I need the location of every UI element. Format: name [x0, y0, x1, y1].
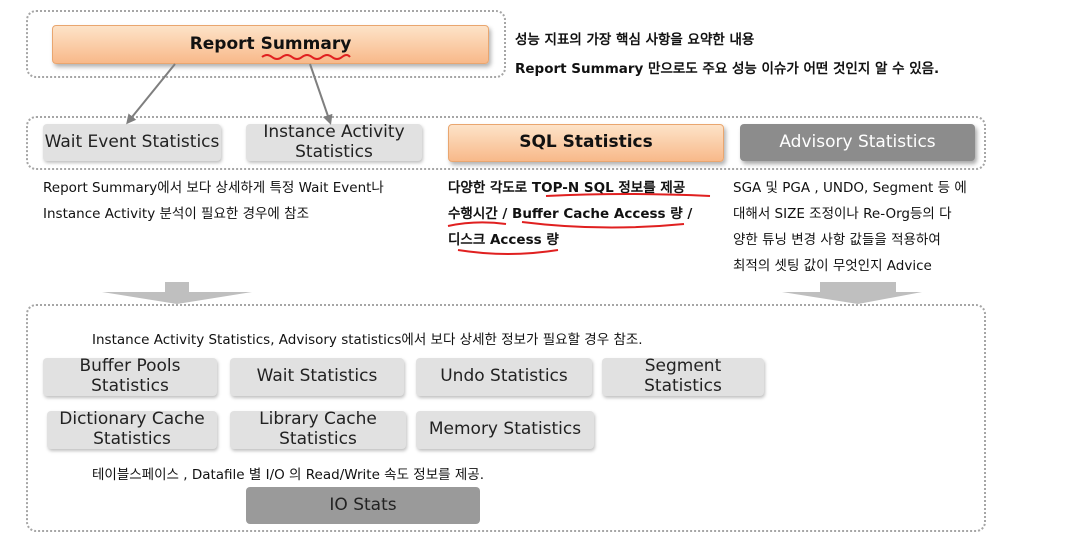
undo-statistics-label: Undo Statistics — [440, 366, 568, 387]
block-arrow-right — [782, 282, 922, 304]
io-stats-label: IO Stats — [329, 494, 397, 515]
left-note-line-2: Instance Activity 분석이 필요한 경우에 참조 — [43, 206, 309, 222]
library-cache-statistics-box: Library Cache Statistics — [230, 409, 406, 449]
sql-note-line-3: 디스크 Access 량 — [448, 232, 559, 248]
library-cache-statistics-label: Library Cache Statistics — [259, 409, 377, 449]
underline-top-n — [545, 193, 711, 197]
report-summary-box: Report Summary — [52, 25, 489, 64]
advisory-note-line-1: SGA 및 PGA , UNDO, Segment 등 에 — [733, 180, 967, 196]
advisory-note: SGA 및 PGA , UNDO, Segment 등 에 대해서 SIZE 조… — [733, 175, 967, 279]
left-note: Report Summary에서 보다 상세하게 특정 Wait Event나 … — [43, 175, 384, 227]
arrow-to-wait-event — [126, 63, 176, 125]
advisory-statistics-box: Advisory Statistics — [740, 124, 975, 161]
underline-buffer-cache — [521, 221, 685, 229]
io-note: 테이블스페이스 , Datafile 별 I/O 의 Read/Write 속도… — [92, 467, 484, 483]
middle-frame — [26, 116, 986, 170]
sql-note-text-1a: 다양한 각도로 — [448, 180, 532, 196]
advisory-statistics-label: Advisory Statistics — [779, 131, 936, 152]
buffer-pools-statistics-box: Buffer Pools Statistics — [43, 356, 217, 396]
segment-statistics-label: Segment Statistics — [644, 356, 722, 396]
instance-activity-statistics-label: Instance Activity Statistics — [263, 121, 405, 162]
wait-statistics-label: Wait Statistics — [256, 366, 378, 387]
advisory-note-line-4: 최적의 셋팅 값이 무엇인지 Advice — [733, 258, 932, 274]
undo-statistics-box: Undo Statistics — [416, 358, 592, 396]
block-arrow-left — [102, 282, 252, 304]
sql-statistics-label: SQL Statistics — [519, 132, 653, 153]
segment-statistics-box: Segment Statistics — [602, 356, 764, 396]
report-summary-desc-2: Report Summary 만으로도 주요 성능 이슈가 어떤 것인지 알 수… — [515, 61, 940, 77]
wait-event-statistics-label: Wait Event Statistics — [44, 131, 220, 152]
dictionary-cache-statistics-label: Dictionary Cache Statistics — [59, 409, 205, 449]
memory-statistics-label: Memory Statistics — [428, 419, 582, 440]
instance-activity-statistics-box: Instance Activity Statistics — [246, 121, 422, 162]
sql-note-line-1: 다양한 각도로 TOP-N SQL 정보를 제공 — [448, 175, 692, 201]
sql-note-text-2d: / — [682, 206, 693, 222]
bottom-frame — [26, 304, 986, 532]
buffer-pools-statistics-label: Buffer Pools Statistics — [79, 356, 181, 396]
sql-note-text-2a: 수행시간 — [448, 206, 498, 222]
left-note-line-1: Report Summary에서 보다 상세하게 특정 Wait Event나 — [43, 180, 384, 196]
underline-disk-access — [457, 249, 559, 255]
io-stats-box: IO Stats — [246, 487, 480, 524]
sql-note-text-1b: TOP-N SQL 정보를 제공 — [531, 180, 686, 196]
sql-statistics-box: SQL Statistics — [448, 124, 724, 162]
report-summary-desc-1: 성능 지표의 가장 핵심 사항을 요약한 내용 — [515, 32, 755, 48]
report-summary-label: Report Summary — [189, 33, 352, 54]
bottom-intro: Instance Activity Statistics, Advisory s… — [92, 332, 643, 348]
top-frame — [26, 10, 506, 78]
sql-note-line-2: 수행시간 / Buffer Cache Access 량 / — [448, 201, 692, 227]
memory-statistics-box: Memory Statistics — [416, 411, 594, 449]
advisory-note-line-3: 양한 튜닝 변경 사항 값들을 적용하여 — [733, 232, 941, 248]
advisory-note-line-2: 대해서 SIZE 조정이나 Re-Org등의 다 — [733, 206, 952, 222]
dictionary-cache-statistics-box: Dictionary Cache Statistics — [47, 409, 217, 449]
wait-event-statistics-box: Wait Event Statistics — [43, 124, 221, 161]
arrow-to-instance-activity — [309, 63, 333, 125]
wait-statistics-box: Wait Statistics — [230, 358, 404, 396]
underline-exec-time — [447, 221, 507, 227]
squiggle-underline — [261, 54, 351, 60]
sql-note: 다양한 각도로 TOP-N SQL 정보를 제공 수행시간 / Buffer C… — [448, 175, 692, 253]
sql-note-text-2b: / — [497, 206, 513, 222]
sql-note-text-2c: Buffer Cache Access 량 — [512, 206, 683, 222]
